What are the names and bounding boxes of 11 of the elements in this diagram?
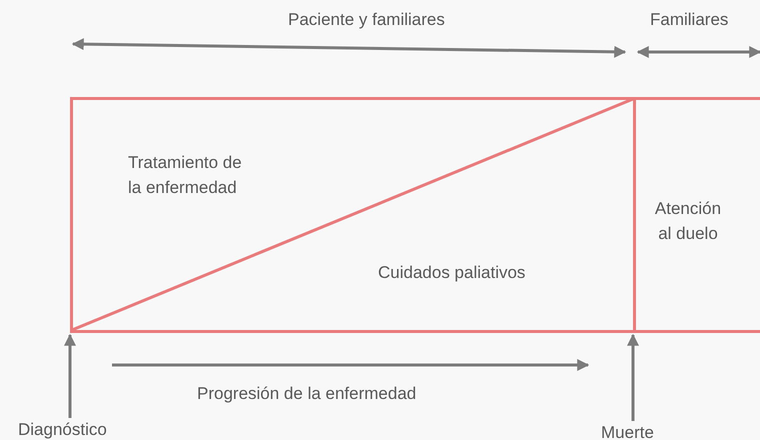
span-label: Familiares	[650, 10, 728, 30]
region-label: Cuidados paliativos	[378, 262, 526, 284]
region-label: Tratamiento de la enfermedad	[128, 152, 243, 199]
arrow	[627, 334, 639, 421]
region-box	[636, 97, 760, 333]
milestone-label: Muerte	[601, 423, 654, 440]
span-label: Paciente y familiares	[288, 10, 445, 30]
milestone-label: Diagnóstico	[18, 420, 107, 440]
arrow	[64, 334, 76, 418]
span-label: Progresión de la enfermedad	[197, 384, 416, 404]
region-label: Atención al duelo	[654, 198, 722, 245]
